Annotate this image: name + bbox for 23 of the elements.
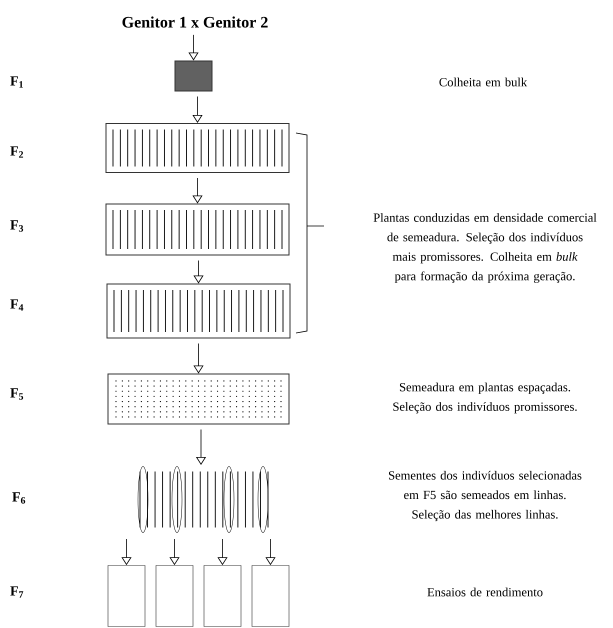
generation-label: F$_{1}$ [10, 76, 23, 88]
description-text: Colheita em bulk [439, 78, 528, 86]
row-drawing [138, 466, 268, 533]
trial-plot [252, 565, 290, 627]
description-text: Plantas conduzidas em densidade comercial de semeadura. Seleção dos indivíduos mais promissores. Colheita em bulk para formação da próxima geração. [374, 213, 597, 283]
plot-box [174, 60, 212, 92]
generation-label: F$_{7}$ [10, 586, 24, 598]
generation-label: F$_{2}$ [10, 146, 24, 158]
trial-plot [204, 565, 242, 627]
generation-label: F$_{6}$ [12, 492, 26, 504]
description-text: Sementes dos indivíduos selecionadas em F5 são semeados em linhas. Seleção das melhores linhas. [388, 470, 582, 522]
row-plot [106, 204, 290, 256]
title-text: Genitor 1 x Genitor 2 [122, 16, 268, 28]
row-plot [106, 123, 290, 173]
generation-label: F$_{4}$ [10, 299, 24, 311]
description-text: Ensaios de rendimento [427, 588, 542, 596]
trial-plot [108, 565, 146, 627]
generation-label: F$_{3}$ [10, 220, 24, 232]
dotted-plot [108, 374, 290, 424]
generation-label: F$_{5}$ [10, 388, 24, 400]
trial-plot [156, 565, 194, 627]
description-text: Semeadura em plantas espaçadas. Seleção dos indivíduos promissores. [393, 382, 577, 414]
row-plot [106, 284, 290, 338]
